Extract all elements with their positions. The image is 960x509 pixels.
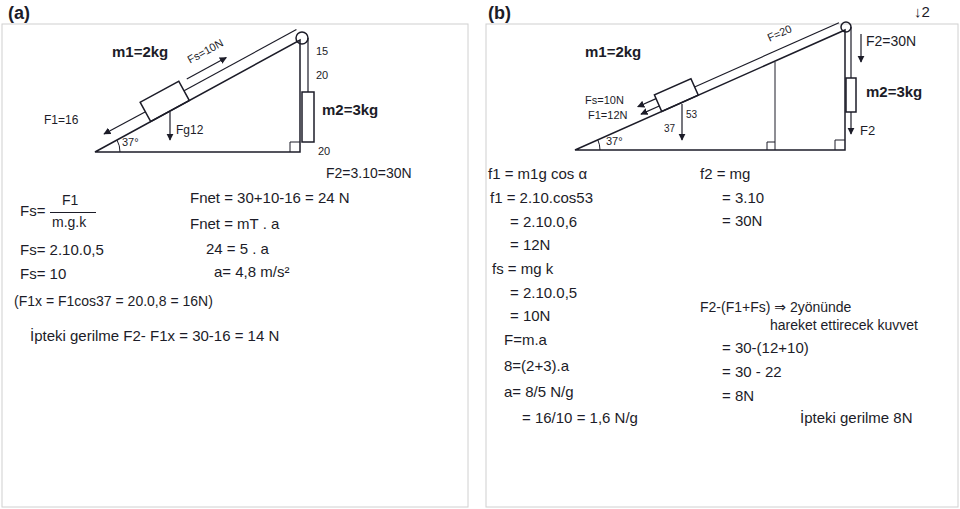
block-group	[140, 20, 302, 122]
equation-text: F=m.a	[504, 332, 547, 347]
mass-label: m1=2kg	[585, 44, 641, 59]
equation-text: f1 = m1g cos α	[488, 166, 587, 181]
equation-text: = 2.10.0,6	[510, 214, 577, 229]
force-arrow	[638, 99, 656, 107]
equation-text: Fnet = mT . a	[190, 216, 279, 231]
force-arrow	[641, 106, 659, 114]
mass-label: m2=3kg	[322, 102, 378, 117]
fraction-part: m.g.k	[52, 215, 86, 229]
block	[654, 79, 698, 112]
pulley	[296, 32, 308, 44]
rope	[307, 38, 308, 92]
force-arrow	[681, 104, 682, 140]
equation-text: = 3.10	[722, 190, 764, 205]
force-arrow	[104, 112, 145, 134]
force-label: F1=12N	[588, 110, 627, 121]
equation-text: f1 = 2.10.cos53	[490, 190, 593, 205]
equation-text: a= 8/5 N/g	[504, 384, 574, 399]
fraction-bar	[50, 212, 96, 213]
pulley	[841, 22, 851, 32]
incline-figure	[50, 20, 314, 213]
hanging-block	[846, 78, 856, 112]
right-angle-mark	[835, 140, 845, 150]
equation-text: = 10N	[510, 308, 550, 323]
force-label: F1=16	[44, 114, 78, 126]
answer-text: İpteki gerilme 8N	[800, 410, 913, 425]
force-label: F2	[860, 124, 875, 137]
equation-text: = 16/10 = 1,6 N/g	[522, 410, 638, 425]
angle-arc	[117, 140, 120, 152]
note-text: F2-(F1+Fs) ⇒ 2yönünde	[700, 300, 851, 314]
force-arrow	[860, 34, 861, 62]
force-arrow	[169, 112, 170, 140]
rope	[184, 30, 296, 91]
equation-text: (F1x = F1cos37 = 20.0,8 = 16N)	[14, 294, 213, 308]
equation-text: = 30N	[722, 213, 762, 228]
paper-sheet	[486, 24, 958, 507]
equation-text: 8=(2+3).a	[504, 358, 569, 373]
block	[140, 81, 189, 121]
note-text: hareket ettirecek kuvvet	[770, 318, 918, 332]
direction-note: ↓2	[914, 4, 930, 19]
angle-label: 53	[686, 110, 697, 120]
mass-label: m1=2kg	[112, 44, 168, 59]
incline-triangle	[575, 30, 845, 150]
value-note: 20	[316, 70, 328, 81]
angle-label: 37	[664, 124, 675, 134]
force-label: F2=30N	[866, 34, 916, 48]
equation-text: Fs= 10	[20, 266, 66, 281]
value-note: 15	[316, 46, 328, 57]
equation-text: f2 = mg	[700, 166, 750, 181]
angle-label: 37°	[606, 136, 623, 147]
equation-text: = 30-(12+10)	[722, 340, 809, 355]
angle-label: 37°	[122, 137, 139, 148]
equation-text: 24 = 5 . a	[206, 241, 269, 256]
equation-text: Fs=	[20, 203, 45, 218]
right-angle-mark	[290, 142, 300, 152]
hanging-block	[302, 92, 314, 142]
force-label: Fs=10N	[185, 37, 224, 65]
value-note: 20	[318, 146, 330, 157]
force-label: Fg12	[176, 124, 203, 136]
panel-letter: (a)	[8, 4, 30, 22]
incline-figure	[575, 14, 861, 150]
equation-text: Fnet = 30+10-16 = 24 N	[190, 190, 350, 205]
equation-text: F2=3.10=30N	[326, 166, 412, 180]
force-arrow	[850, 112, 851, 134]
paper-sheet	[2, 24, 468, 507]
equation-text: a= 4,8 m/s²	[214, 264, 289, 279]
equation-text: Fs= 2.10.0,5	[20, 242, 104, 257]
force-label: F=20	[766, 23, 794, 43]
equation-text: = 8N	[722, 388, 754, 403]
rope	[850, 27, 851, 78]
height-line	[775, 62, 776, 150]
equation-text: = 2.10.0,5	[510, 285, 577, 300]
equation-text: = 12N	[510, 237, 550, 252]
fraction-part: F1	[62, 193, 78, 207]
panel-letter: (b)	[488, 4, 511, 22]
angle-arc	[598, 140, 600, 150]
block-group	[636, 14, 842, 119]
mass-label: m2=3kg	[866, 84, 922, 99]
equation-text: = 30 - 22	[722, 364, 782, 379]
force-label: Fs=10N	[585, 95, 624, 106]
answer-text: İpteki gerilme F2- F1x = 30-16 = 14 N	[30, 328, 279, 343]
right-angle-mark	[767, 142, 775, 150]
rope	[695, 23, 839, 87]
equation-text: fs = mg k	[492, 261, 553, 276]
